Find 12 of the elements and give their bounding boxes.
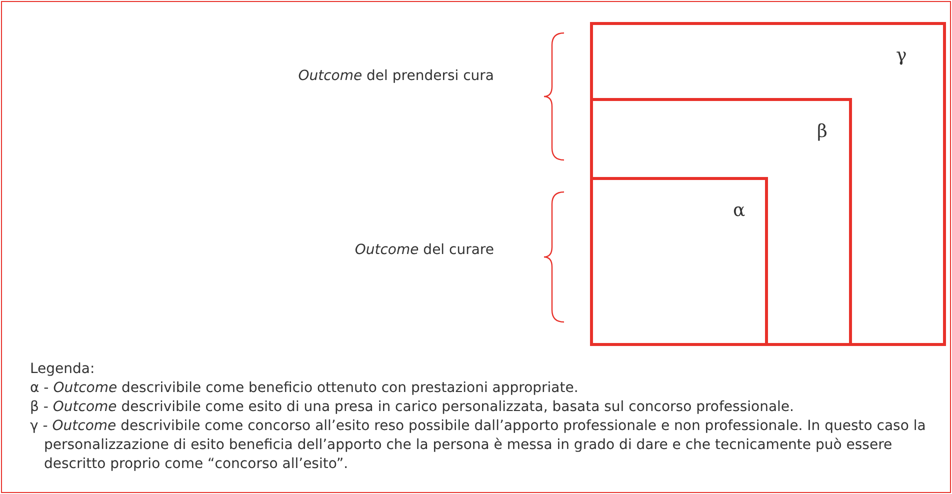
greek-letter: γ: [896, 45, 907, 66]
square-frame: [590, 98, 852, 346]
bracket-label: Outcome del curare: [354, 242, 494, 258]
legend-entry: β - Outcome descrivibile come esito di una presa in carico personalizzata, basata sul concorso professionale.: [30, 398, 795, 417]
legend-entry: γ - Outcome descrivibile come concorso all’esito reso possibile dall’apporto professionale e non professionale. In questo caso la personalizzazione di esito beneficia dell’apporto che la persona è messa in grado di dare e che tecnicamente può essere descritto proprio come “concorso all’esito”.: [30, 417, 927, 474]
legend-heading: Legenda:: [30, 360, 96, 379]
bracket-label: Outcome del prendersi cura: [298, 68, 494, 84]
greek-letter: β: [817, 121, 828, 142]
legend-entry: α - Outcome descrivibile come beneficio ottenuto con prestazioni appropriate.: [30, 379, 580, 398]
square-frame: [590, 22, 946, 346]
greek-letter: α: [733, 200, 746, 221]
square-frame: [590, 177, 768, 346]
